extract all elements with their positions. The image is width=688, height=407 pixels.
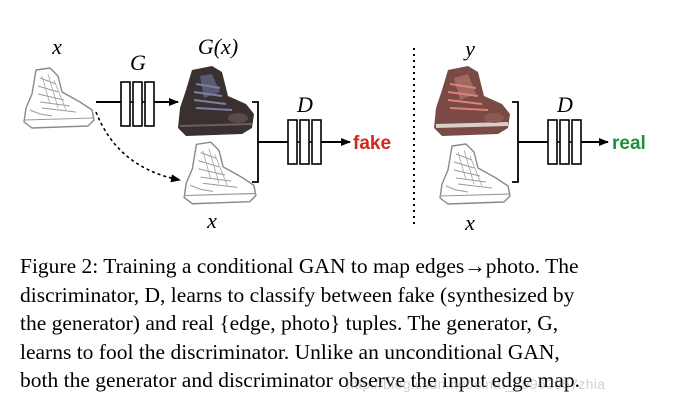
gan-diagram: x G G(x) x D fake y (23, 34, 646, 235)
real-output-label: real (612, 133, 646, 154)
caption-line-1: Figure 2: Training a conditional GAN to … (20, 254, 579, 278)
input-edge-map-image (23, 67, 95, 129)
target-y-label: y (463, 36, 475, 61)
input-copy-dashed-arrow (95, 111, 181, 183)
caption-line-5: both the generator and discriminator obs… (20, 368, 581, 393)
input-x-copy-label: x (206, 208, 217, 233)
caption-line-2: discriminator, D, learns to classify bet… (20, 282, 575, 307)
generated-output-label: G(x) (198, 34, 238, 59)
input-x-right-label: x (464, 210, 475, 235)
caption-line-3: the generator) and real {edge, photo} tu… (20, 311, 559, 336)
input-edge-map-copy-image (183, 141, 257, 205)
discriminator-left-block (287, 119, 322, 165)
discriminator-right-block (547, 119, 582, 165)
watermark: http://blog.csdn.net/sinat_29963957zhia (346, 376, 606, 392)
generated-photo-image (178, 66, 254, 136)
gan-figure: x G G(x) x D fake y (23, 34, 646, 235)
discriminator-left-label: D (296, 92, 313, 117)
caption-line-4: learns to fool the discriminator. Unlike… (20, 339, 560, 364)
input-x-label: x (51, 34, 62, 59)
discriminator-right-label: D (556, 92, 573, 117)
real-photo-image (434, 66, 510, 136)
generator-block (120, 81, 155, 127)
fake-output-label: fake (353, 133, 391, 154)
input-edge-map-right-image (439, 143, 511, 205)
generator-label: G (130, 50, 146, 75)
right-pair-bracket (512, 101, 519, 183)
figure-caption: Figure 2: Training a conditional GAN to … (20, 252, 670, 395)
